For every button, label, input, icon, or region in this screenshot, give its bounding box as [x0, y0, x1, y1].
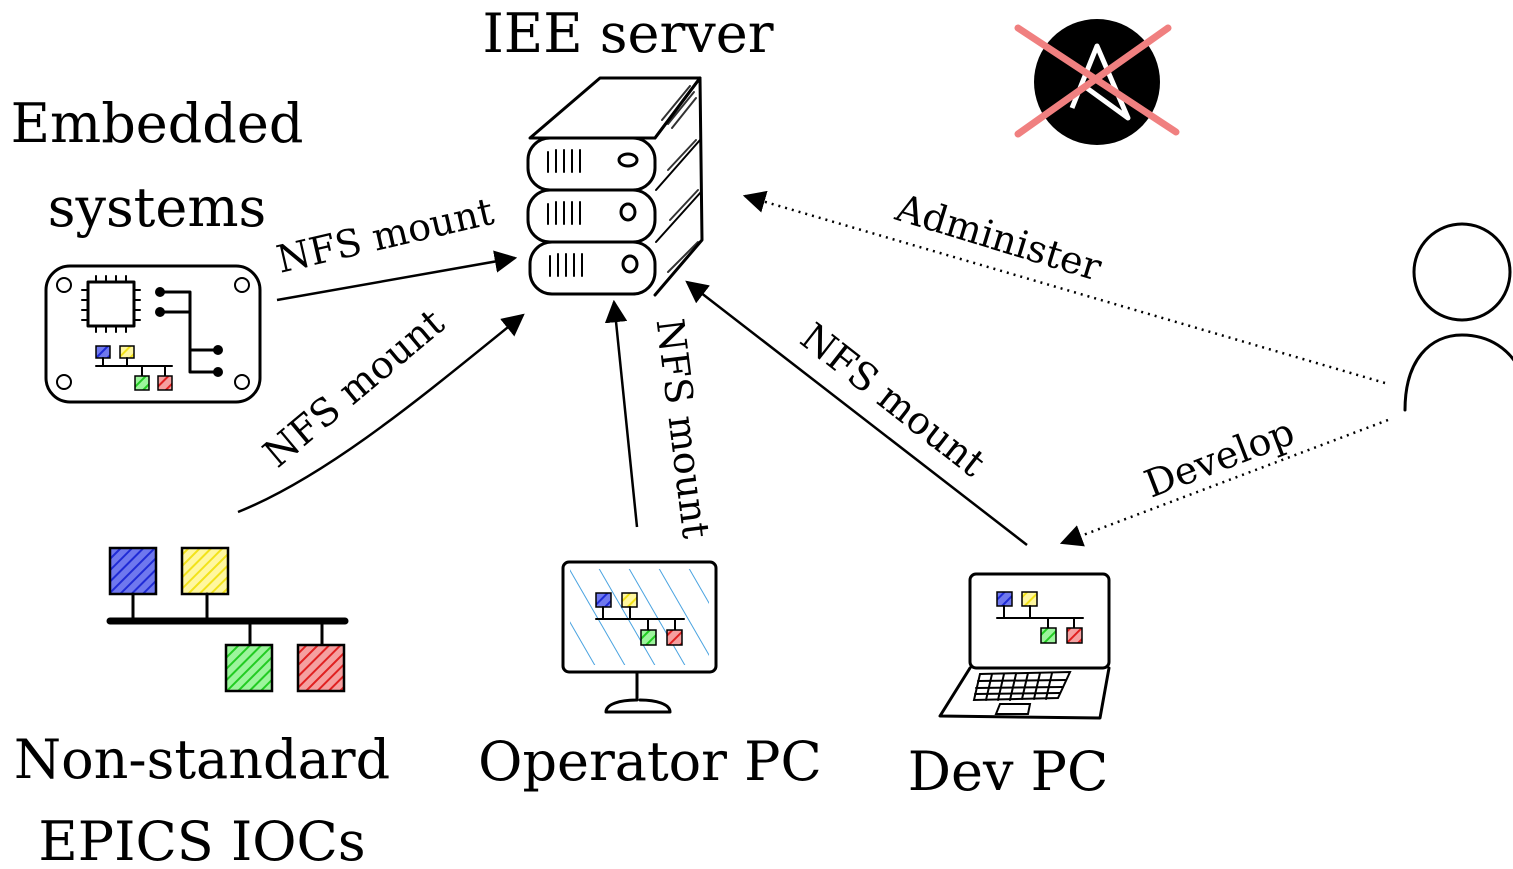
- ioc-network-icon: [106, 546, 349, 693]
- iocs-label-line2: EPICS IOCs: [38, 810, 365, 869]
- edge-label-develop: Develop: [1139, 409, 1301, 506]
- server-label: IEE server: [482, 2, 773, 65]
- edge-label-administer: Administer: [890, 185, 1107, 290]
- edge-label-iocs: NFS mount: [255, 300, 452, 476]
- server-stack-icon: [526, 76, 704, 297]
- edge-label-operator: NFS mount: [648, 316, 719, 541]
- edge-operator-to-server: NFS mount: [604, 299, 719, 541]
- laptop-icon: [938, 572, 1111, 720]
- edge-embedded-to-server: NFS mount: [273, 189, 518, 302]
- edge-dev-to-server: NFS mount: [685, 280, 1028, 546]
- iocs-label-line1: Non-standard: [14, 728, 390, 791]
- ansible-logo-crossed-out-icon: [1014, 19, 1180, 145]
- edge-label-dev: NFS mount: [792, 314, 993, 485]
- embedded-board-icon: [44, 264, 262, 404]
- monitor-icon: [561, 560, 718, 714]
- embedded-label-line2: systems: [48, 176, 267, 239]
- embedded-label-line1: Embedded: [11, 92, 304, 155]
- edge-iocs-to-server: NFS mount: [237, 300, 525, 514]
- operator-label: Operator PC: [478, 730, 822, 793]
- user-icon: [1403, 222, 1513, 412]
- dev-label: Dev PC: [908, 740, 1109, 803]
- edge-user-develop: Develop: [1059, 409, 1389, 547]
